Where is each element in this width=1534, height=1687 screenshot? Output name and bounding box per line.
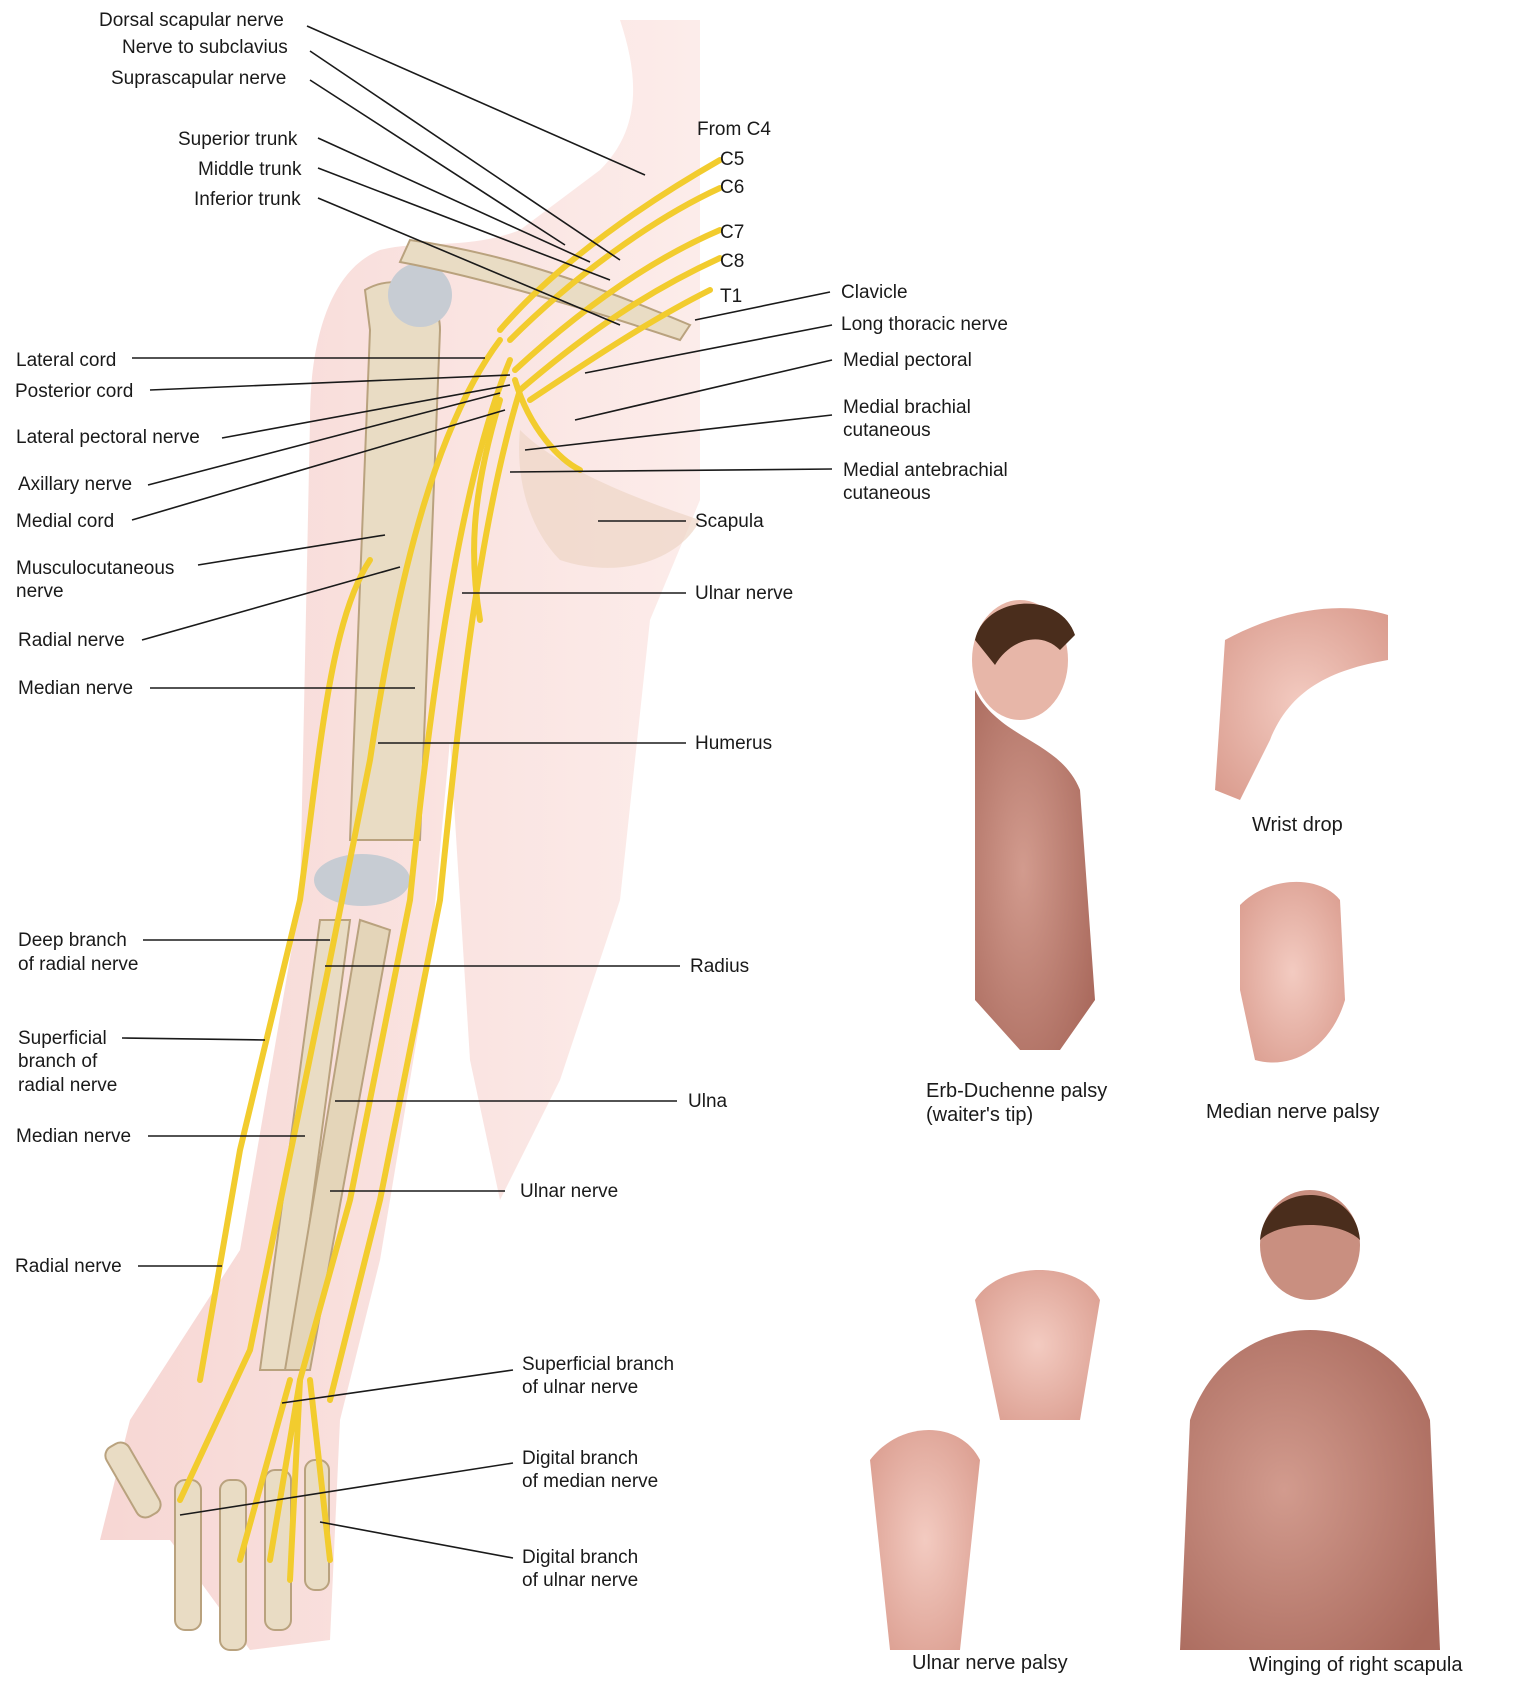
label-superficial-ulnar: Superficial branch bbox=[522, 1353, 674, 1376]
label-medial-brachial: Medial brachial bbox=[843, 396, 971, 419]
caption-ulnar-palsy: Ulnar nerve palsy bbox=[912, 1651, 1068, 1675]
wrist-drop-figure bbox=[1215, 608, 1388, 800]
label-long-thoracic: Long thoracic nerve bbox=[841, 313, 1008, 336]
label-inferior-trunk: Inferior trunk bbox=[194, 188, 301, 211]
label-musculocutaneous: Musculocutaneous bbox=[16, 557, 174, 580]
label-from-c4: From C4 bbox=[697, 118, 771, 141]
label-digital-median-line2: of median nerve bbox=[522, 1470, 658, 1493]
label-ulna: Ulna bbox=[688, 1090, 727, 1113]
label-humerus: Humerus bbox=[695, 732, 772, 755]
label-musculocutaneous-line2: nerve bbox=[16, 580, 64, 603]
label-clavicle: Clavicle bbox=[841, 281, 908, 304]
label-posterior-cord: Posterior cord bbox=[15, 380, 133, 403]
label-superficial-radial-line2: branch of bbox=[18, 1050, 97, 1073]
label-digital-median: Digital branch bbox=[522, 1447, 638, 1470]
label-deep-radial-line2: of radial nerve bbox=[18, 953, 138, 976]
elbow-cartilage bbox=[314, 854, 410, 906]
label-c5: C5 bbox=[720, 148, 744, 171]
label-middle-trunk: Middle trunk bbox=[198, 158, 302, 181]
winging-scapula-figure bbox=[1180, 1190, 1440, 1650]
label-median-lower: Median nerve bbox=[16, 1125, 131, 1148]
label-digital-ulnar: Digital branch bbox=[522, 1546, 638, 1569]
label-lateral-cord: Lateral cord bbox=[16, 349, 116, 372]
label-deep-radial: Deep branch bbox=[18, 929, 127, 952]
label-superior-trunk: Superior trunk bbox=[178, 128, 297, 151]
label-c7: C7 bbox=[720, 221, 744, 244]
label-scapula: Scapula bbox=[695, 510, 764, 533]
label-medial-antebrachial-line2: cutaneous bbox=[843, 482, 931, 505]
label-median-upper: Median nerve bbox=[18, 677, 133, 700]
ulnar-palsy-figure bbox=[870, 1270, 1100, 1650]
label-medial-pectoral: Medial pectoral bbox=[843, 349, 972, 372]
label-suprascapular: Suprascapular nerve bbox=[111, 67, 286, 90]
humeral-head bbox=[388, 263, 452, 327]
label-medial-cord: Medial cord bbox=[16, 510, 114, 533]
label-nerve-subclavius: Nerve to subclavius bbox=[122, 36, 288, 59]
caption-median-palsy: Median nerve palsy bbox=[1206, 1100, 1379, 1124]
caption-winging-scapula: Winging of right scapula bbox=[1249, 1653, 1462, 1677]
label-ulnar-lower: Ulnar nerve bbox=[520, 1180, 618, 1203]
median-palsy-figure bbox=[1240, 882, 1345, 1063]
caption-erb-duchenne-line2: (waiter's tip) bbox=[926, 1103, 1033, 1127]
label-medial-brachial-line2: cutaneous bbox=[843, 419, 931, 442]
label-radius: Radius bbox=[690, 955, 749, 978]
label-radial-lower: Radial nerve bbox=[15, 1255, 122, 1278]
label-digital-ulnar-line2: of ulnar nerve bbox=[522, 1569, 638, 1592]
erb-duchenne-figure bbox=[972, 600, 1095, 1050]
label-c6: C6 bbox=[720, 176, 744, 199]
label-c8: C8 bbox=[720, 250, 744, 273]
label-ulnar-upper: Ulnar nerve bbox=[695, 582, 793, 605]
caption-erb-duchenne: Erb-Duchenne palsy bbox=[926, 1079, 1107, 1103]
label-t1: T1 bbox=[720, 285, 742, 308]
label-medial-antebrachial: Medial antebrachial bbox=[843, 459, 1008, 482]
label-lateral-pectoral: Lateral pectoral nerve bbox=[16, 426, 200, 449]
label-superficial-ulnar-line2: of ulnar nerve bbox=[522, 1376, 638, 1399]
label-superficial-radial: Superficial bbox=[18, 1027, 107, 1050]
label-radial-upper: Radial nerve bbox=[18, 629, 125, 652]
label-dorsal-scapular: Dorsal scapular nerve bbox=[99, 9, 284, 32]
label-superficial-radial-line3: radial nerve bbox=[18, 1074, 117, 1097]
caption-wrist-drop: Wrist drop bbox=[1252, 813, 1343, 837]
label-axillary: Axillary nerve bbox=[18, 473, 132, 496]
